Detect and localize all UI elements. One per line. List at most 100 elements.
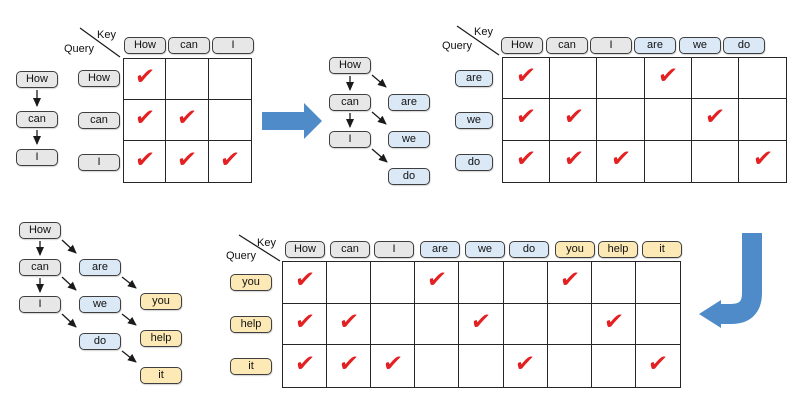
attention-cell: ✔ (166, 141, 209, 182)
attention-cell: ✔ (124, 59, 167, 100)
attention-cell (459, 262, 504, 304)
check-mark: ✔ (293, 308, 316, 335)
key-header-are: are (420, 241, 460, 258)
attention-cell (692, 140, 739, 182)
attention-cell (208, 100, 251, 141)
token-i: I (19, 296, 61, 313)
attention-cell: ✔ (371, 345, 416, 387)
key-header-are: are (634, 37, 676, 54)
check-mark: ✔ (514, 351, 537, 378)
token-help: help (140, 330, 182, 347)
attention-cell: ✔ (283, 345, 328, 387)
attention-cell (503, 303, 548, 346)
attention-cell: ✔ (636, 345, 680, 387)
check-mark: ✔ (176, 146, 199, 173)
attention-cell: ✔ (209, 141, 251, 182)
key-header-it: it (642, 241, 682, 258)
check-mark: ✔ (133, 105, 156, 131)
check-mark: ✔ (609, 146, 632, 173)
token-i: I (329, 131, 371, 148)
query-label-do: do (455, 154, 493, 171)
key-header-we: we (465, 241, 505, 258)
attention-cell: ✔ (503, 99, 551, 141)
key-header-how: How (124, 37, 166, 54)
attention-cell: ✔ (124, 141, 167, 182)
query-label-are: are (455, 70, 493, 87)
query-label-it: it (230, 358, 272, 375)
attention-cell: ✔ (166, 100, 209, 141)
check-mark: ✔ (293, 351, 316, 378)
query-label-how: How (78, 70, 120, 87)
check-mark: ✔ (703, 104, 726, 131)
check-mark: ✔ (133, 64, 156, 90)
attention-cell: ✔ (327, 345, 372, 387)
attention-cell (415, 345, 460, 387)
attention-cell (459, 345, 504, 387)
check-mark: ✔ (470, 308, 493, 335)
attention-cell: ✔ (591, 303, 636, 346)
check-mark: ✔ (176, 105, 199, 131)
attention-cell (591, 262, 636, 304)
check-mark: ✔ (337, 308, 360, 335)
check-mark: ✔ (558, 267, 581, 294)
token-how: How (16, 71, 58, 88)
token-how: How (19, 222, 61, 239)
attention-cell: ✔ (283, 303, 328, 346)
attention-cell (371, 303, 416, 346)
wrap-around-arrowhead-icon (699, 300, 721, 328)
arrow-can-we-icon (61, 276, 77, 291)
key-header-how: How (285, 241, 325, 258)
attention-cell (635, 262, 680, 304)
check-mark: ✔ (133, 146, 156, 173)
attention-cell: ✔ (503, 140, 551, 182)
check-mark: ✔ (515, 104, 538, 131)
check-mark: ✔ (515, 146, 538, 173)
arrow-i-do-icon (371, 148, 388, 163)
check-mark: ✔ (381, 351, 404, 378)
token-are: are (388, 94, 430, 111)
attention-cell: ✔ (739, 141, 786, 182)
attention-cell (645, 140, 692, 182)
attention-cell (371, 262, 416, 304)
key-header-can: can (330, 241, 370, 258)
attention-cell: ✔ (597, 140, 645, 182)
token-i: I (16, 149, 58, 166)
check-mark: ✔ (218, 146, 241, 173)
attention-cell: ✔ (503, 58, 551, 100)
token-can: can (329, 94, 371, 111)
token-do: do (388, 168, 430, 185)
attention-cell (166, 59, 209, 100)
attention-cell: ✔ (550, 140, 598, 182)
query-axis-label: Query (226, 250, 256, 262)
attention-cell: ✔ (327, 303, 372, 346)
key-header-i: I (212, 37, 254, 54)
token-are: are (79, 259, 121, 276)
attention-cell (635, 304, 680, 346)
key-header-how: How (501, 37, 543, 54)
check-mark: ✔ (425, 267, 448, 294)
check-mark: ✔ (646, 351, 669, 378)
key-axis-label: Key (257, 237, 276, 249)
attention-cell: ✔ (124, 100, 167, 141)
attention-cell (503, 262, 548, 304)
attention-cell: ✔ (283, 262, 328, 304)
check-mark: ✔ (656, 63, 679, 90)
check-mark: ✔ (293, 267, 316, 294)
arrow-we-help-icon (121, 313, 137, 326)
next-step-arrow-icon (262, 103, 322, 139)
attention-cell (547, 303, 592, 346)
key-header-do: do (723, 37, 765, 54)
key-axis-label: Key (474, 26, 493, 38)
attention-cell (592, 345, 636, 387)
key-header-i: I (590, 37, 632, 54)
query-label-help: help (230, 316, 272, 333)
arrow-how-are-icon (371, 74, 387, 88)
attention-cell (550, 58, 598, 100)
attention-matrix-2: ✔ ✔ ✔ ✔ ✔ ✔ ✔ ✔ ✔ (502, 57, 787, 183)
attention-cell (644, 99, 692, 141)
attention-cell (548, 345, 592, 387)
token-can: can (16, 111, 58, 128)
key-header-we: we (679, 37, 721, 54)
query-label-we: we (455, 112, 493, 129)
